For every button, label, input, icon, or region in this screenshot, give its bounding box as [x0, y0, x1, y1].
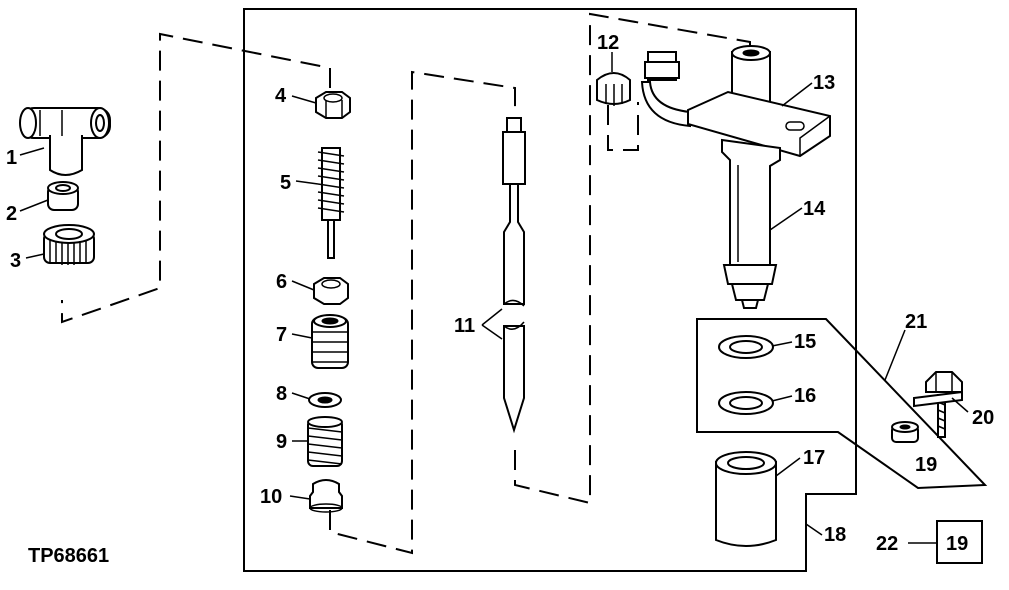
callout-15: 15: [794, 331, 816, 353]
callout-10: 10: [260, 486, 282, 508]
callout-9: 9: [276, 431, 287, 453]
leader-lines: [19, 52, 969, 544]
callout-8: 8: [276, 383, 287, 405]
elbow-fitting: [19, 107, 111, 176]
hex-nut-lower: [313, 277, 349, 305]
coil-spring: [307, 416, 343, 467]
nozzle-washer-upper: [718, 335, 774, 359]
reference-box: [936, 520, 983, 564]
dashed-group-line-left: [61, 32, 331, 324]
heat-shield-sleeve: [715, 451, 777, 547]
spring-seat: [309, 479, 343, 513]
callout-17: 17: [803, 447, 825, 469]
callout-4: 4: [275, 85, 287, 107]
dashed-group-line-stack: [329, 70, 516, 555]
callout-1: 1: [6, 147, 17, 169]
push-rod: [502, 117, 526, 434]
callout-3: 3: [10, 250, 21, 272]
nozzle-washer-lower: [718, 391, 774, 415]
cap-screw: [913, 371, 963, 438]
callout-13: 13: [813, 72, 835, 94]
adjusting-screw: [317, 147, 345, 259]
knurled-nut: [43, 224, 95, 265]
dashed-group-line-cap: [607, 102, 639, 151]
injection-nozzle: [640, 45, 831, 309]
seal-kit-frame-outline: [696, 318, 988, 490]
callout-14: 14: [803, 198, 826, 220]
sleeve-ring: [47, 181, 79, 211]
callout-18: 18: [824, 524, 846, 546]
callout-7: 7: [276, 324, 287, 346]
callout-5: 5: [280, 172, 291, 194]
callout-16: 16: [794, 385, 816, 407]
hex-nut: [315, 91, 351, 119]
callout-22: 22: [876, 533, 898, 555]
dust-cap: [596, 72, 631, 106]
callout-2: 2: [6, 203, 17, 225]
spring-cap: [311, 314, 349, 369]
callout-11: 11: [454, 315, 475, 337]
callout-12: 12: [597, 32, 619, 54]
washer-small: [308, 392, 342, 408]
dashed-group-line-rod: [514, 12, 751, 505]
reference-box-label: 19: [946, 533, 968, 555]
kit-frame-outline: [243, 8, 857, 572]
figure-id: TP68661: [28, 545, 109, 567]
callout-21: 21: [905, 311, 927, 333]
bushing: [891, 421, 919, 443]
callout-19: 19: [915, 454, 937, 476]
callout-6: 6: [276, 271, 287, 293]
callout-20: 20: [972, 407, 994, 429]
